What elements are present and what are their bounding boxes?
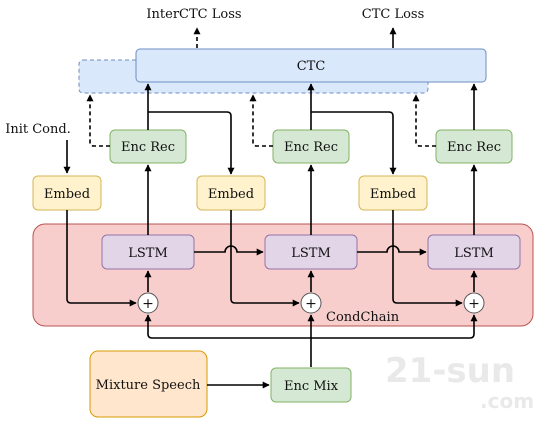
- enc-rec-label-1: Enc Rec: [121, 140, 175, 155]
- watermark-sub: .com: [480, 389, 534, 413]
- watermark-main: 21-sun: [385, 351, 515, 391]
- ctc-loss-label: CTC Loss: [362, 7, 425, 22]
- enc-rec-label-2: Enc Rec: [284, 140, 338, 155]
- interctc-loss-label: InterCTC Loss: [146, 7, 241, 22]
- condchain-label: CondChain: [326, 310, 400, 325]
- interctc-connectors: [86, 94, 436, 147]
- embed-label-1: Embed: [44, 187, 90, 202]
- enc-mix-label: Enc Mix: [284, 379, 339, 394]
- lstm-label-2: LSTM: [291, 246, 331, 261]
- sum-node-1: [137, 292, 159, 314]
- embed-label-3: Embed: [370, 187, 416, 202]
- sum-node-2: [300, 292, 322, 314]
- watermark: 21-sun .com: [385, 351, 534, 413]
- init-cond-label: Init Cond.: [5, 122, 71, 137]
- enc-mix-box: [270, 367, 352, 403]
- sum-symbol-3: +: [468, 296, 480, 312]
- sum-symbol-2: +: [305, 296, 317, 312]
- lstm-label-1: LSTM: [128, 246, 168, 261]
- embed-label-2: Embed: [208, 187, 254, 202]
- ctc-layer: [135, 48, 487, 83]
- mixture-speech-label: Mixture Speech: [96, 378, 201, 393]
- sum-node-3: [463, 292, 485, 314]
- sum-symbol-1: +: [142, 296, 154, 312]
- enc-rec-label-3: Enc Rec: [447, 140, 501, 155]
- mixture-speech-box: [89, 350, 208, 418]
- connectors: [66, 83, 478, 389]
- lstm-label-3: LSTM: [454, 246, 494, 261]
- ctc-label: CTC: [297, 59, 326, 74]
